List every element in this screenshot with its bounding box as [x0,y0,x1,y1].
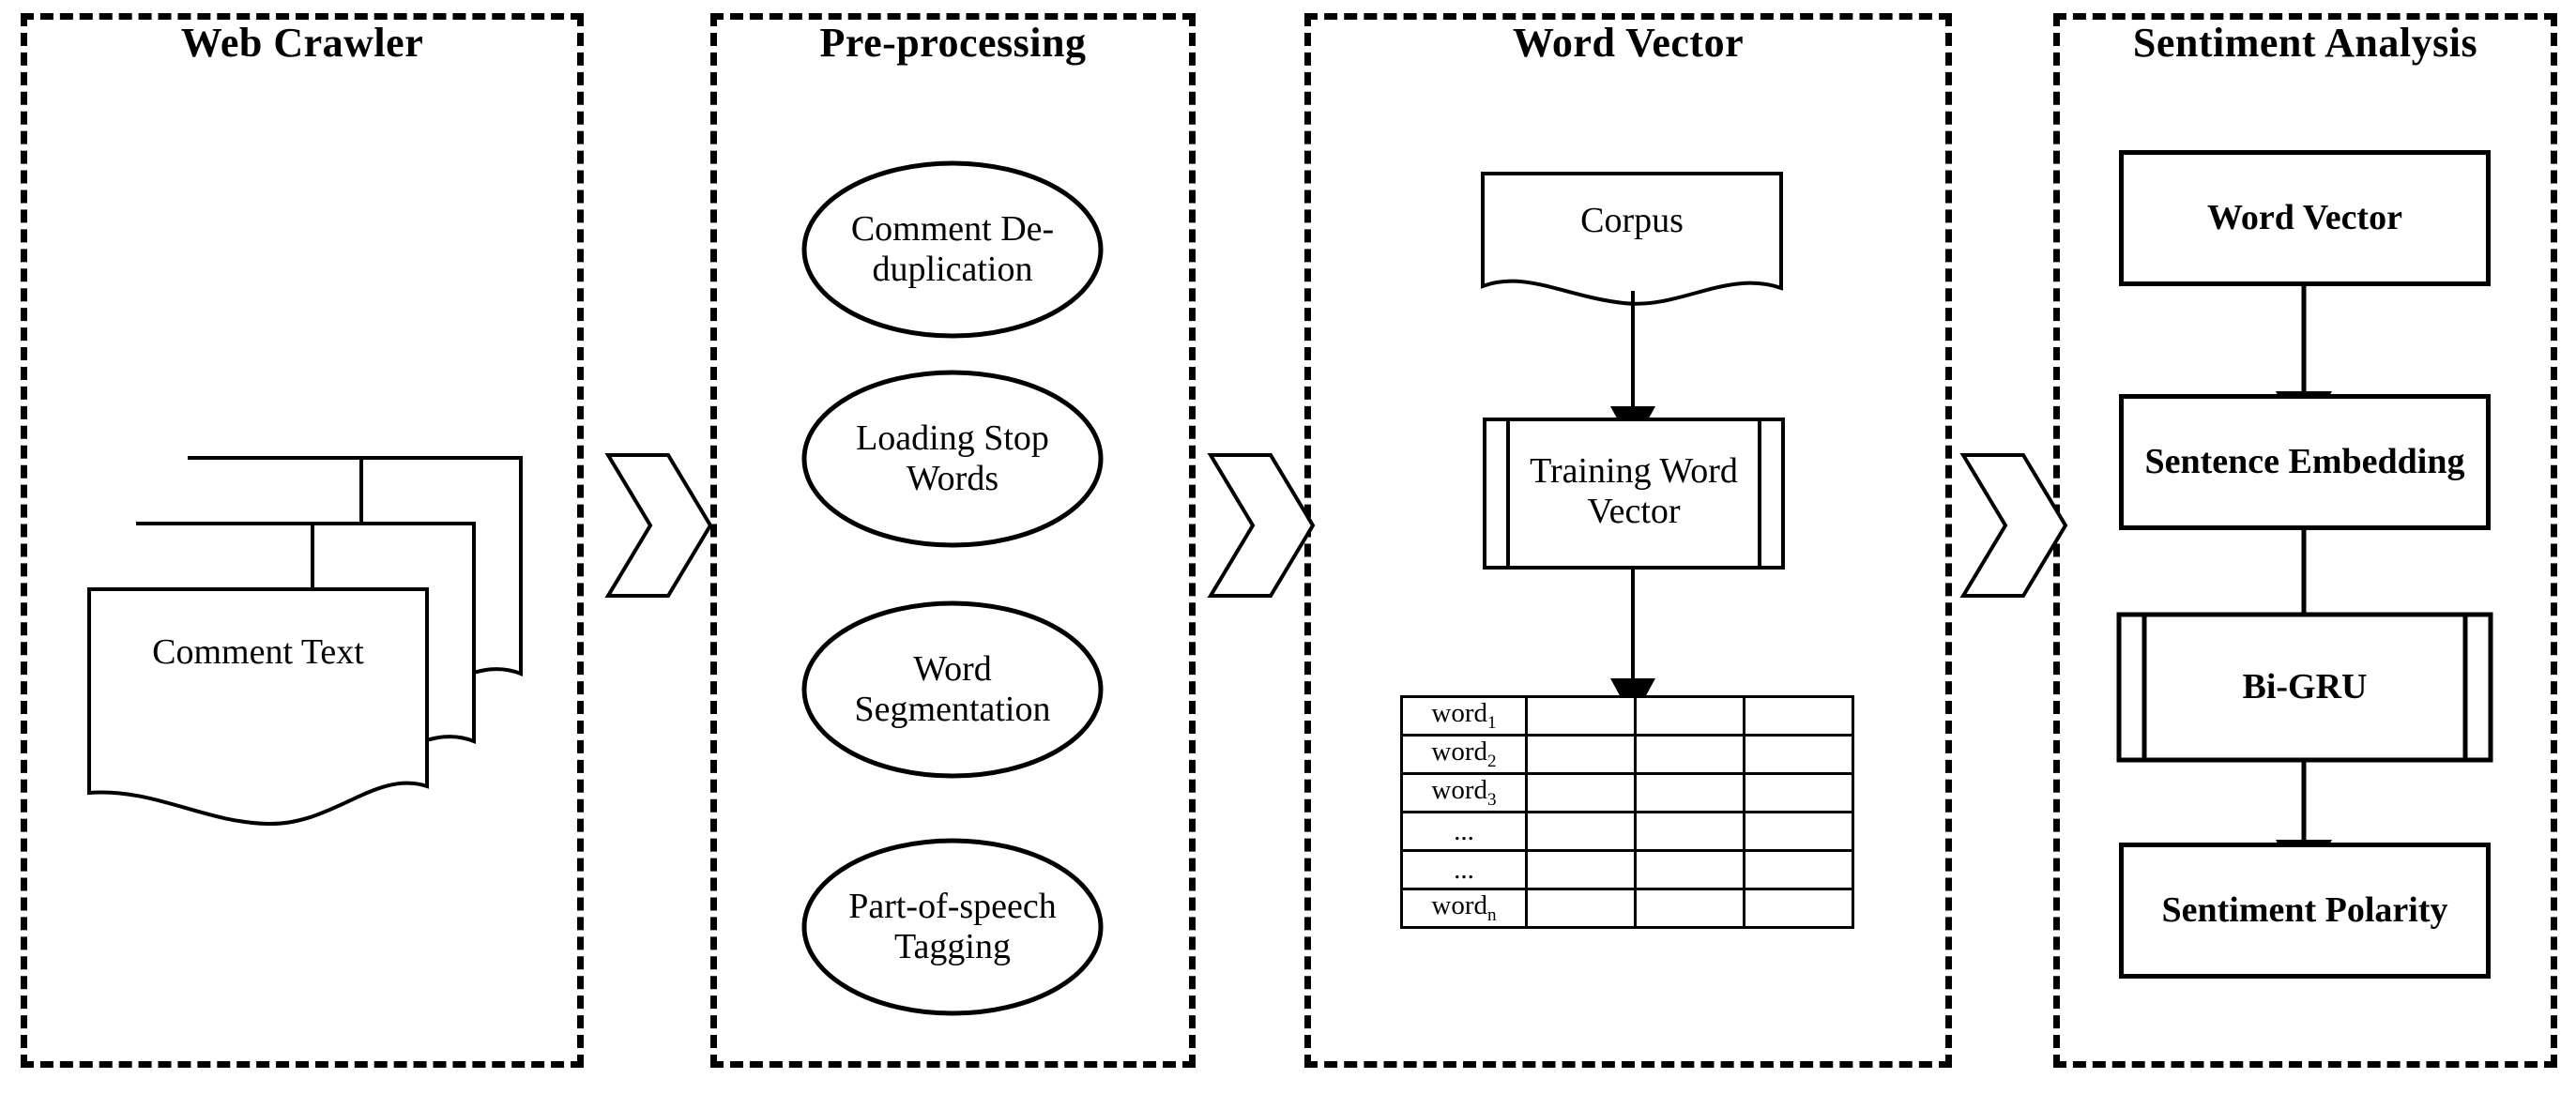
panel-title-pre-processing: Pre-processing [819,20,1087,66]
table-cell-value [1525,772,1637,813]
chevron-stage-3-icon [1959,453,2068,598]
bi-gru-box[interactable] [2116,612,2493,763]
table-row: word2 [1400,734,1854,775]
table-cell-value [1525,811,1637,852]
ellipse-comment-dedup[interactable] [801,160,1104,339]
ellipse-loading-stop-words[interactable] [801,370,1104,548]
table-cell-value [1634,849,1745,890]
training-word-vector-box[interactable] [1483,418,1785,570]
table-cell-value [1634,811,1745,852]
table-cell-value [1634,772,1745,813]
table-cell-word: word2 [1400,734,1528,775]
table-cell-value [1743,734,1854,775]
corpus-document-shape[interactable] [1481,172,1783,306]
table-cell-value [1743,772,1854,813]
table-cell-value [1634,734,1745,775]
panel-pre-processing [710,13,1196,1068]
panel-title-web-crawler: Web Crawler [180,20,424,66]
table-cell-value [1743,849,1854,890]
sentiment-polarity-box[interactable] [2119,843,2491,979]
chevron-stage-2-icon [1207,453,1316,598]
table-cell-value [1743,811,1854,852]
table-cell-value [1525,888,1637,929]
table-cell-value [1634,695,1745,737]
table-cell-value [1525,734,1637,775]
panel-title-sentiment-analysis: Sentiment Analysis [2132,20,2478,66]
chevron-stage-1-icon [604,453,713,598]
table-row: ... [1400,811,1854,852]
word-vector-box[interactable] [2119,150,2491,286]
comment-text-document-stack [87,456,523,827]
table-row: wordn [1400,888,1854,929]
table-cell-word: word3 [1400,772,1528,813]
table-cell-value [1634,888,1745,929]
sentence-embedding-box[interactable] [2119,394,2491,530]
ellipse-word-segmentation[interactable] [801,600,1104,779]
table-cell-value [1525,695,1637,737]
table-row: ... [1400,849,1854,890]
table-cell-word: word1 [1400,695,1528,737]
table-cell-word: wordn [1400,888,1528,929]
table-row: word1 [1400,695,1854,737]
panel-word-vector [1304,13,1952,1068]
table-cell-value [1743,888,1854,929]
panel-title-word-vector: Word Vector [1512,20,1745,66]
table-cell-value [1743,695,1854,737]
table-cell-value [1525,849,1637,890]
table-cell-word: ... [1400,849,1528,890]
ellipse-pos-tagging[interactable] [801,838,1104,1016]
table-cell-word: ... [1400,811,1528,852]
table-row: word3 [1400,772,1854,813]
panel-web-crawler [21,13,584,1068]
